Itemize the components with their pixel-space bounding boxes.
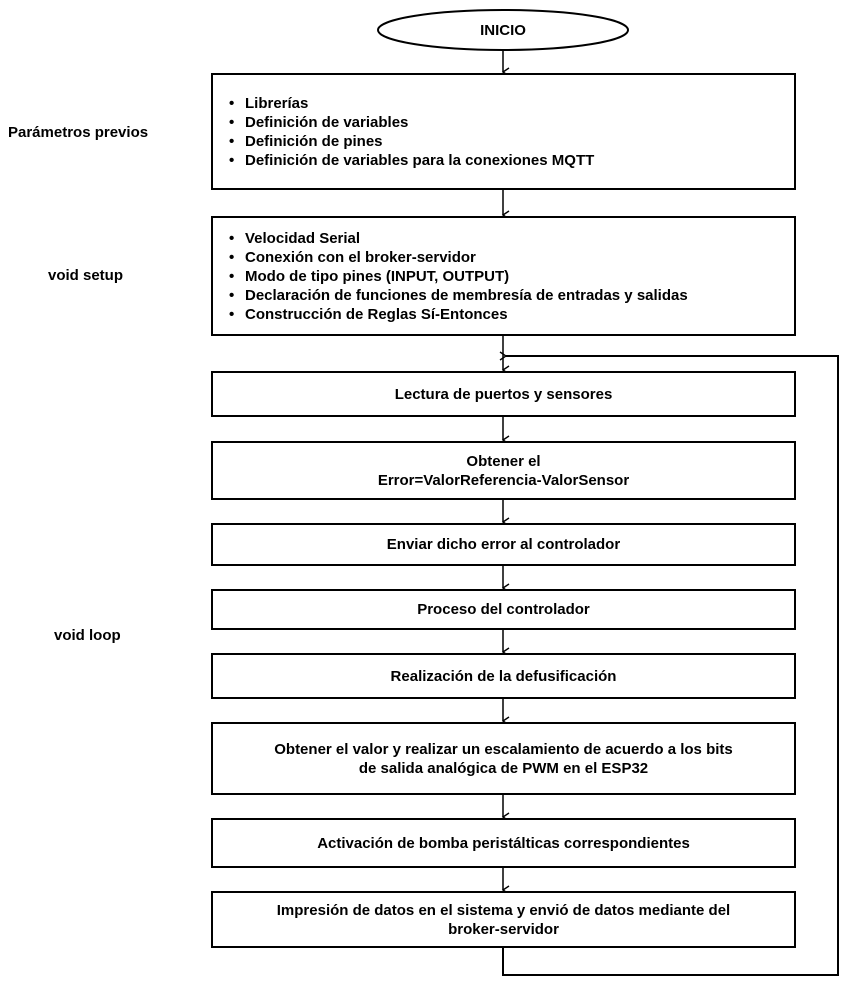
setup-item: Declaración de funciones de membresía de… (227, 286, 688, 305)
error-text-line2: Error=ValorReferencia-ValorSensor (377, 471, 630, 489)
defus-box: Realización de la defusificación (211, 653, 796, 699)
escala-text-line2: de salida analógica de PWM en el ESP32 (358, 759, 649, 777)
setup-item: Construcción de Reglas Sí-Entonces (227, 305, 688, 324)
bomba-text: Activación de bomba peristálticas corres… (317, 834, 690, 852)
previos-item: Librerías (227, 94, 594, 113)
setup-item: Modo de tipo pines (INPUT, OUTPUT) (227, 267, 688, 286)
escala-text-line1: Obtener el valor y realizar un escalamie… (274, 740, 733, 758)
section-label-previos: Parámetros previos (8, 124, 149, 141)
error-text-line1: Obtener el (466, 452, 541, 470)
enviar-box: Enviar dicho error al controlador (211, 523, 796, 566)
section-label-loop: void loop (54, 627, 121, 644)
proceso-text: Proceso del controlador (417, 601, 590, 618)
escala-box: Obtener el valor y realizar un escalamie… (211, 722, 796, 795)
setup-item: Velocidad Serial (227, 229, 688, 248)
error-box: Obtener el Error=ValorReferencia-ValorSe… (211, 441, 796, 500)
bomba-box: Activación de bomba peristálticas corres… (211, 818, 796, 868)
section-label-setup: void setup (48, 267, 124, 284)
lectura-text: Lectura de puertos y sensores (394, 385, 613, 403)
setup-item: Conexión con el broker-servidor (227, 248, 688, 267)
proceso-box: Proceso del controlador (211, 589, 796, 630)
enviar-text: Enviar dicho error al controlador (386, 536, 621, 553)
previos-item: Definición de variables para la conexion… (227, 151, 594, 170)
setup-box: Velocidad Serial Conexión con el broker-… (211, 216, 796, 336)
defus-text: Realización de la defusificación (390, 667, 617, 685)
start-label: INICIO (480, 21, 526, 39)
lectura-box: Lectura de puertos y sensores (211, 371, 796, 417)
impresion-text-line1: Impresión de datos en el sistema y envió… (276, 901, 731, 919)
impresion-text-line2: broker-servidor (448, 920, 559, 938)
impresion-box: Impresión de datos en el sistema y envió… (211, 891, 796, 948)
previos-item: Definición de variables (227, 113, 594, 132)
loop-back-arrow (503, 356, 839, 976)
previos-item: Definición de pines (227, 132, 594, 151)
previos-box: Librerías Definición de variables Defini… (211, 73, 796, 190)
